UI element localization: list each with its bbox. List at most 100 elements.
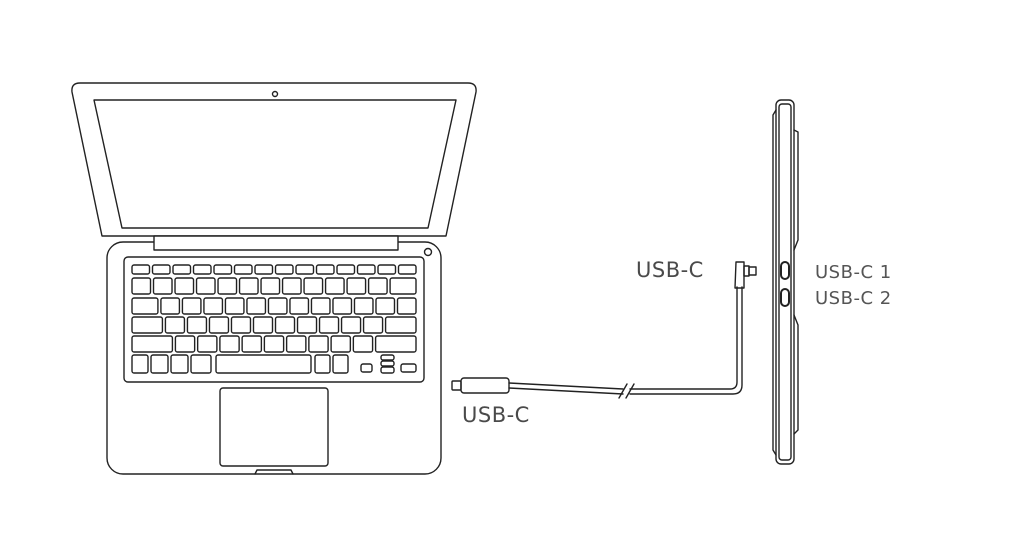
keyboard-key	[346, 277, 367, 295]
trackpad	[219, 387, 329, 467]
keyboard-area	[123, 256, 425, 383]
keyboard-key	[296, 316, 318, 334]
keyboard-key	[308, 335, 329, 353]
keyboard-key	[150, 354, 169, 374]
keyboard-key	[330, 335, 352, 353]
keyboard-key	[224, 297, 245, 315]
keyboard-key	[289, 297, 310, 315]
keyboard-key	[131, 354, 149, 374]
power-button-icon	[423, 247, 433, 257]
keyboard-key	[324, 277, 345, 295]
keyboard-key	[186, 316, 208, 334]
keyboard-key	[356, 264, 376, 275]
laptop-lid	[71, 82, 477, 237]
laptop-side-connector-label: USB-C	[636, 258, 704, 282]
keyboard-key	[332, 354, 349, 374]
portable-monitor	[772, 99, 799, 465]
keyboard-key	[318, 316, 340, 334]
keyboard-key	[274, 316, 296, 334]
keyboard-key	[215, 354, 312, 374]
monitor-port-2-label: USB-C 2	[815, 288, 892, 309]
keyboard-key	[192, 264, 212, 275]
keyboard-key	[203, 297, 224, 315]
keyboard-key	[254, 264, 274, 275]
keyboard-key	[274, 264, 294, 275]
keyboard-key	[360, 363, 373, 373]
keyboard-key	[217, 277, 238, 295]
keyboard-key	[230, 316, 252, 334]
keyboard-key	[131, 316, 164, 334]
keyboard-key	[260, 277, 281, 295]
keyboard-key	[170, 354, 189, 374]
keyboard-key	[160, 297, 181, 315]
monitor-back	[793, 129, 799, 435]
cable-break-mark	[618, 383, 635, 399]
usb-c-port-1	[780, 261, 790, 280]
monitor-port-1-label: USB-C 1	[815, 262, 892, 283]
keyboard-key	[380, 366, 395, 374]
keyboard-key	[131, 297, 159, 315]
usb-c-cable	[451, 261, 757, 399]
keyboard-key	[195, 277, 216, 295]
keyboard-key	[172, 264, 192, 275]
hinge	[153, 235, 399, 251]
keyboard-key	[241, 335, 263, 353]
keyboard-key	[314, 354, 331, 374]
keyboard-key	[285, 335, 307, 353]
keyboard-key	[152, 277, 173, 295]
usb-c-plug-tip	[451, 380, 462, 391]
keyboard-key	[384, 316, 417, 334]
keyboard-key	[281, 277, 302, 295]
keyboard-key	[380, 354, 395, 361]
keyboard-key	[252, 316, 274, 334]
keyboard-key	[352, 335, 374, 353]
keyboard-key	[213, 264, 233, 275]
keyboard-key	[375, 297, 396, 315]
keyboard-key	[367, 277, 388, 295]
laptop-screen	[93, 99, 457, 229]
keyboard-key	[196, 335, 218, 353]
cable-segment	[629, 286, 743, 395]
keyboard-key	[389, 277, 417, 295]
keyboard-key	[233, 264, 253, 275]
keyboard-key	[174, 277, 195, 295]
right-angle-connector	[734, 261, 745, 289]
keyboard-key	[353, 297, 374, 315]
laptop-base	[106, 241, 442, 475]
keyboard-key	[238, 277, 259, 295]
keyboard-key	[336, 264, 356, 275]
cable-end-label: USB-C	[462, 403, 530, 427]
keyboard-key	[267, 297, 288, 315]
keyboard-key	[397, 264, 417, 275]
usb-c-port-2	[780, 288, 790, 307]
keyboard-key	[164, 316, 186, 334]
usb-c-plug-body	[460, 377, 510, 394]
connector-tip	[743, 265, 750, 277]
keyboard-key	[131, 335, 174, 353]
keyboard-key	[377, 264, 397, 275]
webcam-icon	[271, 90, 279, 98]
keyboard-key	[131, 264, 151, 275]
keyboard-key	[396, 297, 417, 315]
cable-segment	[508, 382, 624, 395]
keyboard-key	[374, 335, 417, 353]
keyboard-key	[340, 316, 362, 334]
keyboard-key	[315, 264, 335, 275]
keyboard-keys	[131, 264, 417, 374]
keyboard-key	[219, 335, 240, 353]
keyboard-key	[303, 277, 324, 295]
keyboard-key	[174, 335, 196, 353]
keyboard-key	[263, 335, 285, 353]
connector-pin	[748, 266, 757, 276]
monitor-body	[775, 99, 795, 465]
keyboard-key	[310, 297, 331, 315]
monitor-front-edge	[772, 109, 777, 456]
keyboard-key	[400, 363, 417, 373]
keyboard-key	[190, 354, 212, 374]
keyboard-key	[332, 297, 353, 315]
keyboard-key	[362, 316, 384, 334]
monitor-inner-edge	[778, 103, 792, 461]
keyboard-key	[246, 297, 267, 315]
keyboard-key	[131, 277, 152, 295]
keyboard-key	[380, 360, 395, 367]
